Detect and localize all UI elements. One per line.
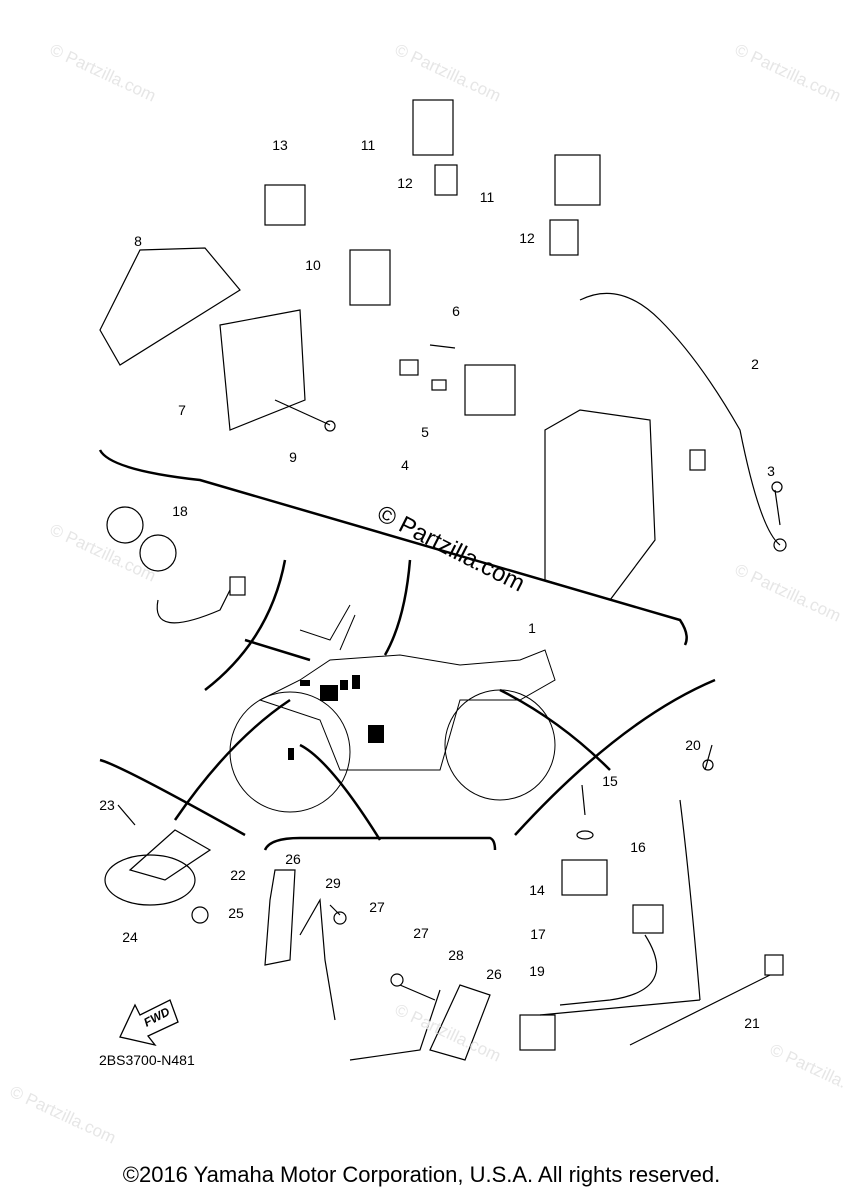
callout-28: 28 <box>448 947 464 963</box>
callout-1: 1 <box>528 620 536 636</box>
copyright-notice: ©2016 Yamaha Motor Corporation, U.S.A. A… <box>122 1162 721 1187</box>
callout-14: 14 <box>529 882 545 898</box>
callout-9: 9 <box>289 449 297 465</box>
callout-26: 26 <box>285 851 301 867</box>
callout-12: 12 <box>397 175 413 191</box>
callout-16: 16 <box>630 839 646 855</box>
callout-11: 11 <box>360 137 376 153</box>
divider-right <box>514 678 716 836</box>
callout-4: 4 <box>401 457 409 473</box>
divider-left <box>204 559 287 691</box>
callout-24: 24 <box>122 929 138 945</box>
callout-10: 10 <box>305 257 321 273</box>
callout-13: 13 <box>272 137 288 153</box>
divider-horn <box>99 758 246 837</box>
callout-6: 6 <box>452 303 460 319</box>
callout-25: 25 <box>228 905 244 921</box>
callout-23: 23 <box>99 797 115 813</box>
callout-29: 29 <box>325 875 341 891</box>
callout-22: 22 <box>230 867 246 883</box>
callout-27: 27 <box>413 925 429 941</box>
callout-12: 12 <box>519 230 535 246</box>
diagram-code: 2BS3700-N481 <box>99 1052 195 1068</box>
callout-7: 7 <box>178 402 186 418</box>
leader-lines <box>173 559 611 841</box>
divider-top <box>98 449 688 646</box>
callout-11: 11 <box>479 189 495 205</box>
callout-20: 20 <box>685 737 701 753</box>
callout-3: 3 <box>767 463 775 479</box>
callout-26: 26 <box>486 966 502 982</box>
callout-19: 19 <box>529 963 545 979</box>
callout-21: 21 <box>744 1015 760 1031</box>
callout-18: 18 <box>172 503 188 519</box>
divider-pedal <box>263 836 497 851</box>
callout-5: 5 <box>421 424 429 440</box>
fwd-arrow-icon <box>119 999 179 1047</box>
callout-8: 8 <box>134 233 142 249</box>
callout-15: 15 <box>602 773 618 789</box>
callout-17: 17 <box>530 926 546 942</box>
parts <box>99 99 787 1061</box>
motorcycle-silhouette <box>229 604 556 813</box>
callout-27: 27 <box>369 899 385 915</box>
highlight-marks <box>288 675 384 760</box>
callout-2: 2 <box>751 356 759 372</box>
